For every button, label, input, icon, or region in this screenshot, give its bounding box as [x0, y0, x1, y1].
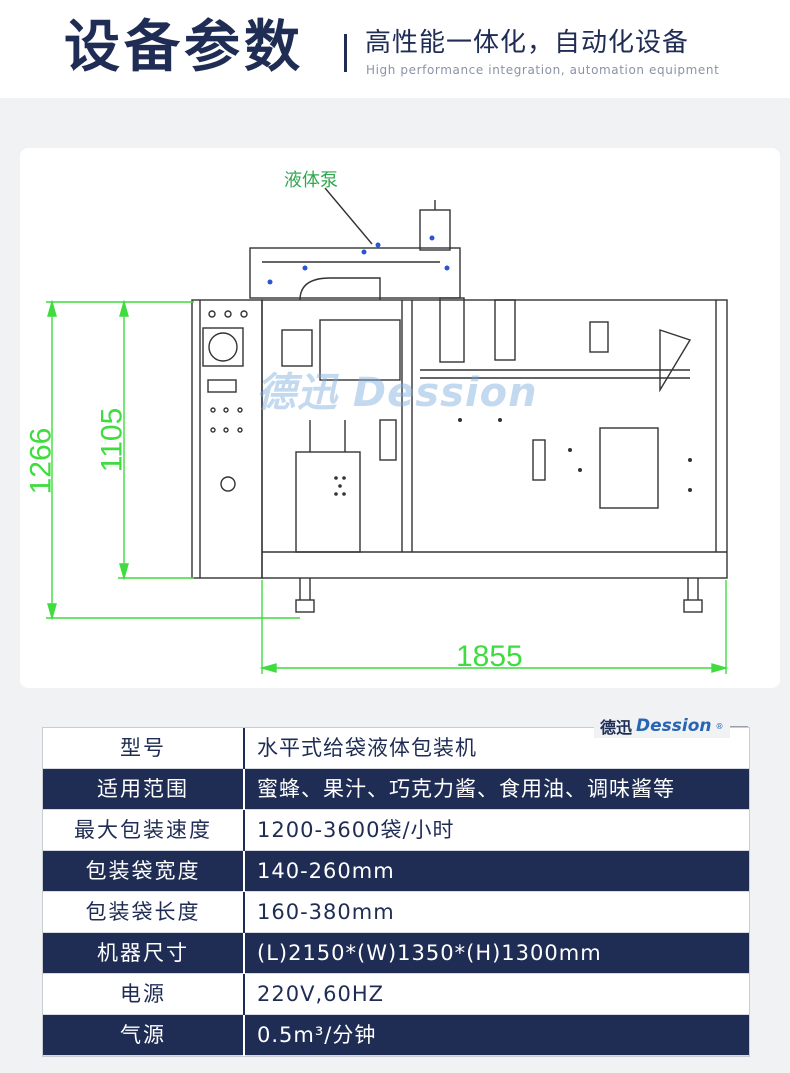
machine-drawing — [46, 187, 729, 674]
spec-value: 0.5m³/分钟 — [244, 1014, 749, 1056]
page-subtitle: 高性能一体化，自动化设备 — [365, 28, 690, 58]
spec-table: 型号水平式给袋液体包装机适用范围蜜蜂、果汁、巧克力酱、食用油、调味酱等最大包装速… — [43, 728, 749, 1056]
spec-value: (L)2150*(W)1350*(H)1300mm — [244, 932, 749, 974]
spec-key: 电源 — [43, 973, 245, 1015]
spec-key: 包装袋长度 — [43, 891, 245, 933]
page-subtitle-en: High performance integration, automation… — [366, 63, 720, 77]
spec-value: 140-260mm — [244, 850, 749, 892]
brand-watermark: 德迅 Dession — [256, 370, 538, 416]
spec-key: 型号 — [43, 728, 245, 769]
registered-mark: ® — [715, 721, 724, 731]
brand-logo: 德迅 Dession ® — [594, 714, 730, 738]
title-divider — [344, 34, 347, 72]
spec-row: 机器尺寸(L)2150*(W)1350*(H)1300mm — [43, 932, 749, 974]
spec-row: 适用范围蜜蜂、果汁、巧克力酱、食用油、调味酱等 — [43, 768, 749, 810]
spec-value: 160-380mm — [244, 891, 749, 933]
spec-key: 机器尺寸 — [43, 932, 245, 974]
spec-table-container: 型号水平式给袋液体包装机适用范围蜜蜂、果汁、巧克力酱、食用油、调味酱等最大包装速… — [42, 727, 750, 1057]
page-header: 设备参数 高性能一体化，自动化设备 High performance integ… — [0, 0, 790, 98]
spec-value: 1200-3600袋/小时 — [244, 809, 749, 851]
spec-key: 最大包装速度 — [43, 809, 245, 851]
page-title: 设备参数 — [64, 15, 304, 80]
pump-label: 液体泵 — [284, 170, 338, 191]
spec-key: 气源 — [43, 1014, 245, 1056]
dimension-total-width: 1855 — [456, 640, 523, 673]
brand-name-en: Dession — [636, 716, 712, 736]
dimension-body-height: 1105 — [95, 407, 129, 473]
brand-line — [714, 726, 748, 727]
machine-drawing-card — [20, 148, 780, 688]
spec-value: 蜜蜂、果汁、巧克力酱、食用油、调味酱等 — [244, 768, 749, 810]
spec-key: 适用范围 — [43, 768, 245, 810]
dimension-total-height: 1266 — [24, 427, 58, 495]
spec-value: 220V,60HZ — [244, 973, 749, 1015]
brand-name-cn: 德迅 — [600, 718, 633, 737]
spec-key: 包装袋宽度 — [43, 850, 245, 892]
